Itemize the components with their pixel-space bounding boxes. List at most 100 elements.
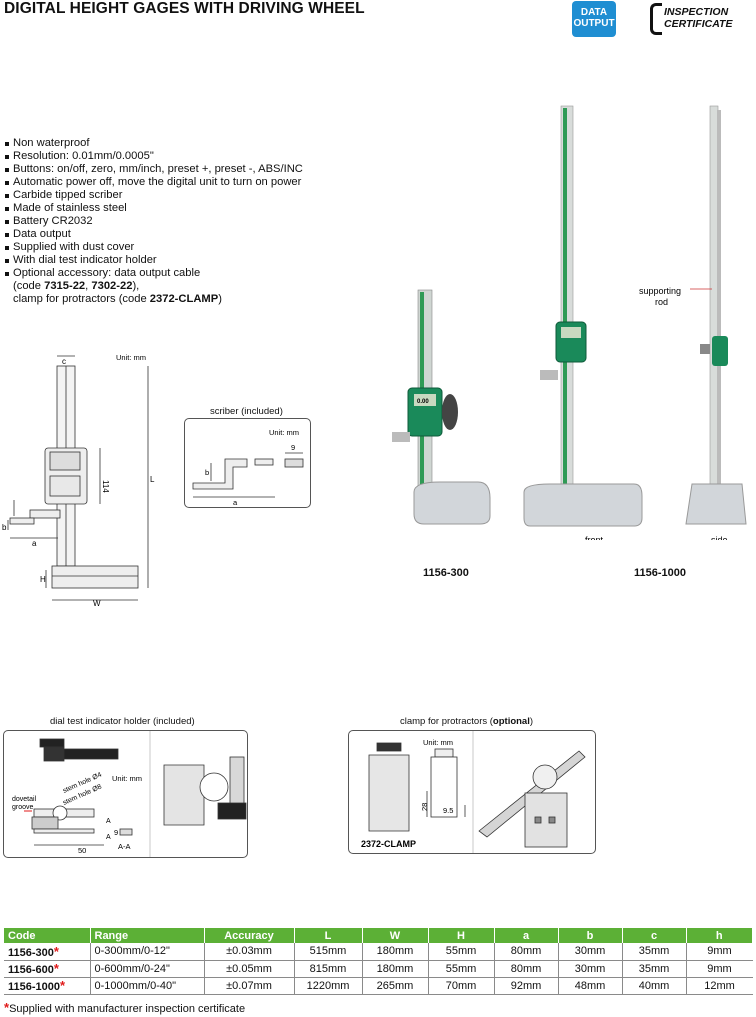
column-header: b: [558, 928, 623, 943]
scriber-dim-a: a: [233, 498, 238, 507]
clamp-dim-9-5: 9.5: [443, 806, 453, 815]
table-row: 1156-1000* 0-1000mm/0-40" ±0.07mm 1220mm…: [4, 977, 753, 995]
dim-label-a: a: [32, 539, 37, 548]
feature-item: Non waterproof: [4, 137, 303, 150]
scriber-dim-9: 9: [291, 443, 295, 452]
feature-item: Optional accessory: data output cable: [4, 267, 303, 280]
table-cell-code: 1156-300*: [4, 943, 91, 961]
column-header: Range: [90, 928, 205, 943]
feature-item: Buttons: on/off, zero, mm/inch, preset +…: [4, 163, 303, 176]
feature-list: Non waterproof Resolution: 0.01mm/0.0005…: [4, 137, 303, 306]
table-cell: 1220mm: [294, 977, 363, 995]
indicator-holder-inset: stem hole Ø4 stem hole Ø8 dovetail groov…: [3, 730, 248, 858]
table-cell: 515mm: [294, 943, 363, 961]
table-cell: 0-600mm/0-24": [90, 960, 205, 978]
table-cell: 70mm: [428, 977, 495, 995]
column-header: Accuracy: [204, 928, 295, 943]
scriber-drawing: Unit: mm 9 b a: [192, 428, 304, 507]
table-cell: 265mm: [362, 977, 429, 995]
table-cell: 9mm: [686, 943, 753, 961]
clamp-unit: Unit: mm: [423, 738, 453, 747]
table-cell: 55mm: [428, 960, 495, 978]
gage-1156-1000-side-image: [685, 105, 747, 525]
clamp-inset: Unit: mm 28 9.5 2372-CLAMP: [348, 730, 596, 854]
dim-label-b: b: [2, 523, 7, 532]
column-header: c: [622, 928, 687, 943]
column-header: L: [294, 928, 363, 943]
column-header: h: [686, 928, 753, 943]
scriber-inset: Unit: mm 9 b a: [184, 418, 311, 508]
feature-item: Supplied with dust cover: [4, 241, 303, 254]
feature-item: Automatic power off, move the digital un…: [4, 176, 303, 189]
table-cell: 0-1000mm/0-40": [90, 977, 205, 995]
table-header-row: Code Range Accuracy L W H a b c h: [4, 928, 753, 943]
footnote-text: Supplied with manufacturer inspection ce…: [9, 1003, 246, 1015]
clamp-model-label: 2372-CLAMP: [361, 839, 416, 849]
dim-label-c: c: [62, 357, 66, 366]
dim-label-W: W: [93, 599, 101, 608]
feature-sub-line-clamp-code: clamp for protractors (code 2372-CLAMP): [13, 293, 222, 305]
main-drawing-unit: Unit: mm: [116, 353, 146, 362]
certificate-star-icon: *: [53, 943, 59, 959]
table-cell: 12mm: [686, 977, 753, 995]
certificate-star-icon: *: [53, 961, 59, 976]
model-label-1156-1000: 1156-1000: [634, 567, 686, 579]
section-A-A-label: A-A: [118, 842, 131, 851]
front-label: front: [585, 535, 604, 540]
dim-label-114: 114: [101, 480, 110, 493]
table-cell: 0-300mm/0-12": [90, 943, 205, 961]
table-cell: ±0.05mm: [204, 960, 295, 978]
feature-item: With dial test indicator holder: [4, 254, 303, 267]
table-cell: 35mm: [622, 960, 687, 978]
main-dimension-drawing: Unit: mm c L 114 12 b a H W: [2, 353, 155, 608]
feature-item: Resolution: 0.01mm/0.0005": [4, 150, 303, 163]
table-cell: 9mm: [686, 960, 753, 978]
column-header: Code: [4, 928, 91, 943]
data-output-badge-line1: DATA: [580, 7, 608, 18]
column-header: H: [428, 928, 495, 943]
dim-label-H: H: [40, 575, 46, 584]
scriber-unit: Unit: mm: [269, 428, 299, 437]
column-header: W: [362, 928, 429, 943]
feature-item: Made of stainless steel: [4, 202, 303, 215]
table-cell-code: 1156-600*: [4, 960, 91, 978]
section-label-A-bottom: A: [106, 834, 111, 841]
dim-9-holder: 9: [114, 828, 118, 837]
display-readout: 0.00: [417, 399, 429, 405]
certificate-badge-text: INSPECTION CERTIFICATE: [664, 6, 732, 30]
supporting-rod-label-line2: rod: [655, 297, 668, 307]
table-cell: ±0.07mm: [204, 977, 295, 995]
gage-1156-1000-front-image: [523, 105, 643, 527]
side-label: side: [711, 535, 728, 540]
inspection-certificate-badge: INSPECTION CERTIFICATE: [650, 3, 753, 35]
clamp-caption: clamp for protractors (optional): [400, 716, 534, 727]
indicator-holder-caption: dial test indicator holder (included): [50, 716, 195, 727]
dim-label-L: L: [150, 475, 155, 484]
table-cell: 55mm: [428, 943, 495, 961]
column-header: a: [494, 928, 559, 943]
feature-item: Carbide tipped scriber: [4, 189, 303, 202]
data-output-badge-line2: OUTPUT: [573, 18, 615, 29]
table-cell: ±0.03mm: [204, 943, 295, 961]
table-cell: 80mm: [494, 960, 559, 978]
certificate-badge-line2: CERTIFICATE: [664, 18, 733, 30]
table-cell: 35mm: [622, 943, 687, 961]
section-label-A-top: A: [106, 818, 111, 825]
table-cell: 30mm: [558, 943, 623, 961]
indicator-holder-drawing: stem hole Ø4 stem hole Ø8 dovetail groov…: [12, 731, 247, 857]
footnote: *Supplied with manufacturer inspection c…: [4, 1000, 245, 1015]
page-title: DIGITAL HEIGHT GAGES WITH DRIVING WHEEL: [4, 0, 365, 17]
footnote-star-icon: *: [4, 1000, 10, 1015]
feature-item: Data output: [4, 228, 303, 241]
certificate-badge-line1: INSPECTION: [664, 6, 729, 18]
clamp-drawing: Unit: mm 28 9.5 2372-CLAMP: [361, 731, 586, 853]
clamp-dim-28: 28: [420, 803, 429, 811]
data-output-badge: DATA OUTPUT: [572, 1, 616, 37]
table-cell-code: 1156-1000*: [4, 977, 91, 995]
table-cell: 815mm: [294, 960, 363, 978]
table-row: 1156-300* 0-300mm/0-12" ±0.03mm 515mm 18…: [4, 943, 753, 961]
supporting-rod-label-line1: supporting: [639, 286, 681, 296]
dovetail-label-line2: groove: [12, 804, 34, 811]
scriber-caption: scriber (included): [210, 406, 283, 417]
gage-1156-300-image: 0.00: [392, 289, 491, 525]
